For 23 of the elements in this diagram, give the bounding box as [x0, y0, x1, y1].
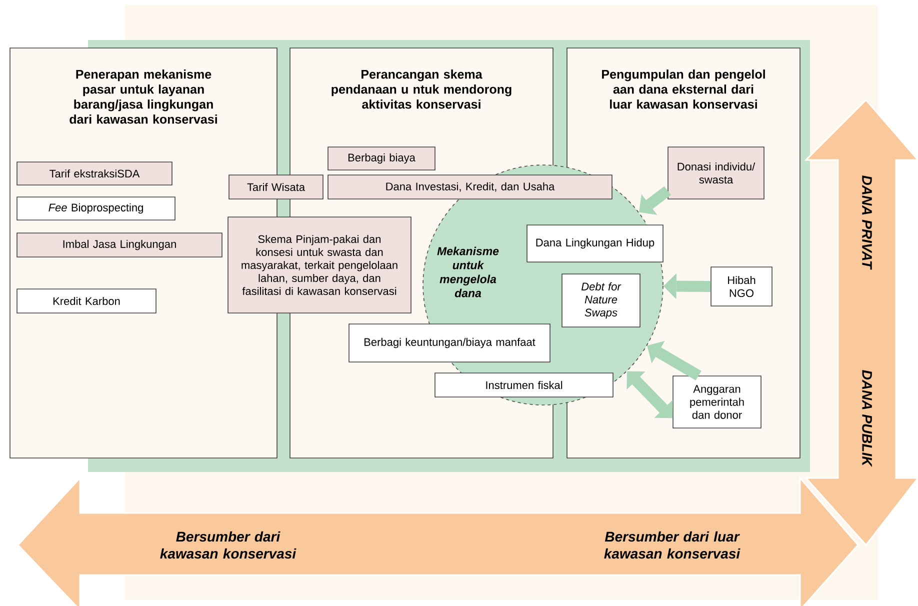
text-box: Anggaran pemerintah dan donor [672, 376, 762, 428]
direction-label: DANA PRIVAT [862, 175, 872, 270]
text-box: Skema Pinjam-pakai dan konsesi untuk swasta dan masyarakat, terkait pengelolaan lahan, sumber daya, dan fasilitasi di kawasan konservasi [228, 216, 412, 314]
text-box: Fee Bioprospecting [16, 196, 176, 220]
block-arrow [626, 371, 673, 418]
text-box: Kredit Karbon [16, 288, 156, 314]
text-box: Hibah NGO [710, 266, 772, 306]
text-box: Berbagi keuntungan/biaya manfaat [348, 324, 550, 362]
text-box: Instrumen fiskal [434, 372, 614, 398]
text-box: Berbagi biaya [328, 146, 436, 170]
text-box: Tarif ekstraksiSDA [16, 162, 172, 186]
text-box: Dana Investasi, Kredit, dan Usaha [328, 174, 612, 200]
direction-label: Bersumber dari kawasan konservasi [160, 531, 296, 559]
text-box: Debt for Nature Swaps [562, 274, 640, 328]
block-arrow [663, 273, 711, 300]
direction-label: DANA PUBLIK [862, 370, 872, 468]
text-box: Tarif Wisata [228, 174, 324, 200]
block-arrow [647, 340, 702, 380]
text-box: Dana Lingkungan Hidup [526, 224, 664, 262]
text-box: Donasi individu/ swasta [668, 146, 764, 200]
text-box: Imbal Jasa Lingkungan [16, 232, 222, 258]
direction-label: Bersumber dari luar kawasan konservasi [604, 531, 740, 559]
block-arrow [638, 186, 671, 215]
